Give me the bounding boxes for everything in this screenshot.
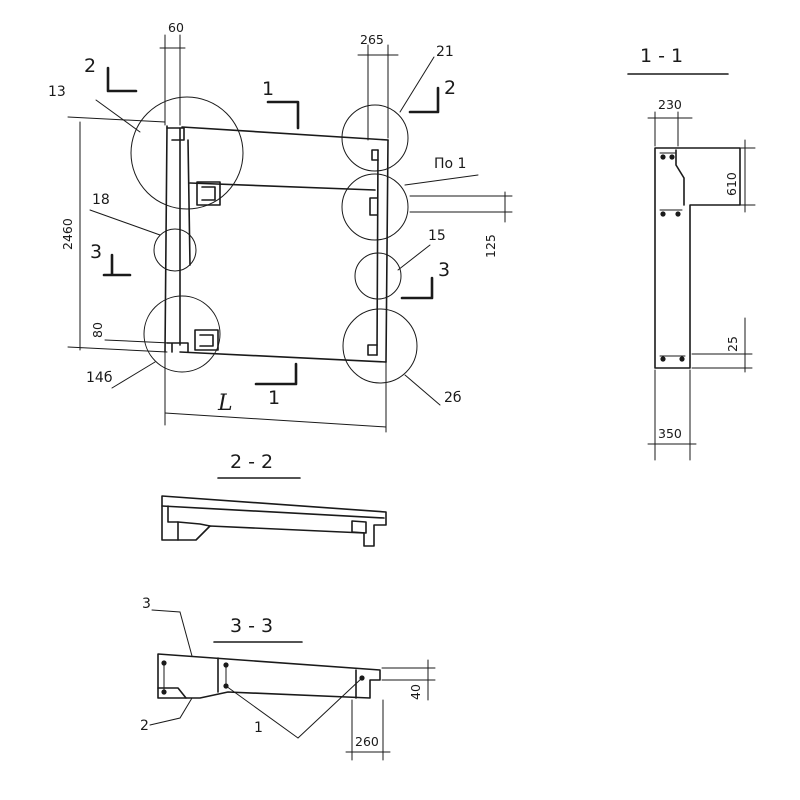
cut-1-top bbox=[266, 100, 300, 130]
dim-40-line bbox=[381, 659, 436, 701]
dim-span-l: L bbox=[217, 391, 233, 416]
dim-60: 60 bbox=[168, 20, 184, 35]
leader-label-13: 13 bbox=[48, 84, 66, 100]
dim-265: 265 bbox=[360, 32, 384, 47]
dim-125-line bbox=[409, 191, 513, 223]
section-2-2-title: 2 - 2 bbox=[230, 451, 273, 473]
plan-top-edge bbox=[181, 126, 389, 141]
leader-label-3-3-2: 2 bbox=[140, 718, 149, 734]
leader-po1 bbox=[404, 174, 479, 186]
plan-left-inner2 bbox=[187, 139, 191, 266]
cut-label-2-top: 2 bbox=[84, 55, 96, 77]
rebar-6 bbox=[679, 356, 685, 362]
plan-view: 60 265 2460 125 80 L 13 21 По 1 18 15 14… bbox=[48, 20, 513, 433]
rebar-5 bbox=[660, 356, 666, 362]
plan-notch-top-right bbox=[371, 149, 379, 161]
rebar-1 bbox=[660, 154, 666, 160]
plan-right-inner bbox=[376, 149, 379, 356]
leader-label-3-3-1: 1 bbox=[254, 720, 263, 736]
dim-610: 610 bbox=[724, 172, 739, 196]
leader-3-3-3 bbox=[151, 609, 193, 657]
leader-3-3-1b bbox=[297, 677, 363, 739]
leader-13 bbox=[95, 99, 141, 133]
detail-circle-top-left bbox=[130, 96, 244, 210]
section-3-3-left-notch bbox=[157, 687, 187, 699]
section-1-1: 1 - 1 230 610 25 350 bbox=[627, 45, 756, 461]
dim-350-line bbox=[647, 369, 697, 461]
dim-125: 125 bbox=[483, 234, 498, 258]
detail-circle-bottom-left bbox=[143, 295, 221, 373]
dim-25: 25 bbox=[725, 336, 740, 352]
plan-socket-lower bbox=[194, 329, 219, 351]
rebar-4 bbox=[675, 211, 681, 217]
section-3-3: 3 - 3 3 2 1 40 260 bbox=[140, 596, 436, 761]
cut-label-1-top: 1 bbox=[262, 78, 274, 100]
dim-2460-line bbox=[67, 116, 168, 353]
detail-circle-15 bbox=[354, 252, 402, 300]
section-1-1-recess bbox=[675, 149, 685, 206]
plan-mid-edge bbox=[189, 182, 376, 191]
plan-bottom-left-step bbox=[166, 342, 189, 353]
leader-label-3-3-3: 3 bbox=[142, 596, 151, 612]
plan-left-outer bbox=[164, 125, 168, 353]
leader-label-14b: 14б bbox=[86, 370, 112, 386]
dim-25-line bbox=[691, 317, 753, 373]
section-2-2-right-socket bbox=[351, 520, 367, 534]
dim-260: 260 bbox=[355, 734, 379, 749]
cut-label-1-bottom: 1 bbox=[268, 387, 280, 409]
leader-3-3-1a bbox=[225, 685, 299, 739]
cut-3-left bbox=[102, 253, 132, 277]
cut-2-top bbox=[106, 66, 138, 93]
cut-2-right bbox=[408, 86, 440, 114]
ext-right-outer bbox=[385, 44, 389, 433]
detail-circle-top-right bbox=[341, 104, 409, 172]
section-2-2-left-web bbox=[177, 521, 211, 527]
detail-circle-18 bbox=[153, 228, 197, 272]
cut-1-bottom bbox=[254, 362, 298, 386]
dim-80-line bbox=[104, 339, 171, 344]
section-1-1-title: 1 - 1 bbox=[640, 45, 683, 67]
section-2-2-left-notch bbox=[167, 505, 179, 541]
dim-2460: 2460 bbox=[60, 218, 75, 250]
leader-label-15: 15 bbox=[428, 228, 446, 244]
leader-3-3-2 bbox=[149, 697, 193, 726]
section-2-2-inner bbox=[161, 505, 385, 519]
dim-230: 230 bbox=[658, 97, 682, 112]
leader-14b bbox=[111, 361, 156, 389]
dim-260-line bbox=[345, 699, 391, 761]
detail-circle-2b bbox=[342, 308, 418, 384]
section-2-2: 2 - 2 bbox=[161, 451, 387, 547]
leader-label-18: 18 bbox=[92, 192, 110, 208]
cut-label-3-left: 3 bbox=[90, 241, 102, 263]
cut-label-2-right: 2 bbox=[444, 77, 456, 99]
dim-610-line bbox=[739, 139, 756, 213]
dim-350: 350 bbox=[658, 426, 682, 441]
detail-circle-po1 bbox=[341, 173, 409, 241]
dim-40: 40 bbox=[408, 684, 423, 700]
dim-80: 80 bbox=[90, 322, 105, 338]
plan-notch-bottom-right bbox=[367, 344, 378, 356]
cut-label-3-right: 3 bbox=[438, 259, 450, 281]
cut-3-right bbox=[400, 276, 434, 300]
section-3-3-profile bbox=[157, 653, 381, 699]
section-3-3-title: 3 - 3 bbox=[230, 615, 273, 637]
leader-label-2b: 2б bbox=[444, 390, 462, 406]
rebar-2 bbox=[669, 154, 675, 160]
plan-socket-upper bbox=[196, 181, 221, 206]
plan-bottom-edge bbox=[179, 351, 387, 363]
plan-notch-mid-right bbox=[369, 197, 378, 216]
leader-15 bbox=[397, 244, 431, 271]
leader-21 bbox=[399, 56, 435, 113]
rebar-3 bbox=[660, 211, 666, 217]
dim-230-line bbox=[647, 111, 693, 147]
leader-18 bbox=[89, 209, 161, 236]
leader-label-po1: По 1 bbox=[434, 156, 466, 172]
dim-span-line bbox=[164, 412, 387, 428]
plan-block-top-left bbox=[166, 127, 185, 141]
leader-label-21: 21 bbox=[436, 44, 454, 60]
leader-2b bbox=[404, 374, 441, 406]
plan-right-outer bbox=[385, 139, 389, 363]
